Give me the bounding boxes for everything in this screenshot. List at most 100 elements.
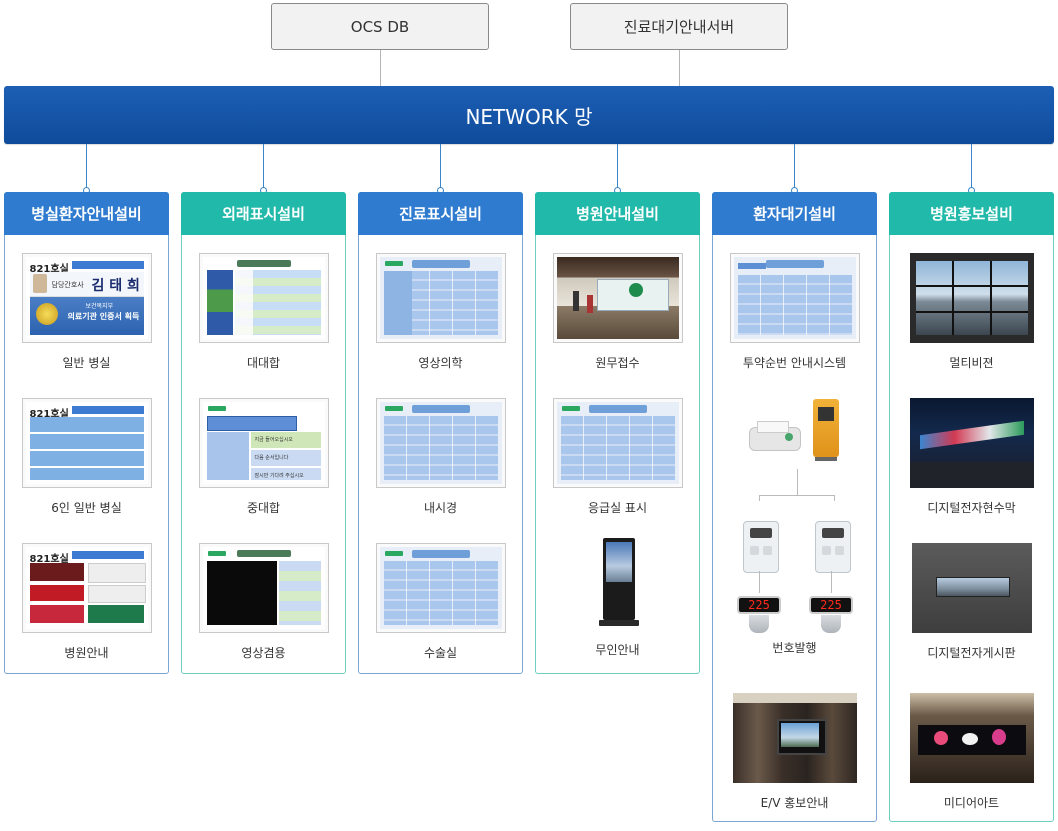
caption-digital-board: 디지털전자게시판 [927, 646, 1016, 660]
caption-media-art: 미디어아트 [943, 796, 1000, 810]
item-reception: 원무접수 [536, 253, 699, 371]
column-title: 진료표시설비 [358, 192, 523, 235]
item-radiology: 영상의학 [359, 253, 522, 371]
column-treatment-display: 진료표시설비 영상의학 내시경 수술실 [358, 192, 523, 674]
item-media-art: 미디어아트 [890, 693, 1053, 811]
ocs-db-box: OCS DB [271, 3, 489, 50]
ticket-dispenser-right [815, 521, 851, 573]
digital-banner-photo [909, 398, 1034, 488]
radiology-screen [375, 253, 506, 343]
six-bed-ward-screen: 821호실 [21, 398, 152, 488]
operating-room-screen [375, 543, 506, 633]
number-display-left: 225 [737, 596, 781, 614]
connector-col3 [440, 144, 441, 190]
room-number: 821호실 [29, 409, 69, 420]
cert-line2: 의료기관 인증서 획득 [67, 312, 140, 321]
media-art-photo [909, 693, 1034, 783]
column-title: 병원홍보설비 [889, 192, 1054, 235]
general-ward-screen: 821호실 담당간호사 김 태 희 보건복지부 의료기관 인증서 획득 [21, 253, 152, 343]
item-digital-board: 디지털전자게시판 [890, 543, 1053, 661]
connector-col1 [86, 144, 87, 190]
nurse-name: 김 태 희 [91, 278, 140, 294]
caption-mid-lobby: 중대합 [246, 501, 281, 515]
waiting-text2: 다음 순서입니다 [254, 455, 289, 461]
distribution-lines [759, 469, 835, 501]
item-general-ward: 821호실 담당간호사 김 태 희 보건복지부 의료기관 인증서 획득 일반 병… [5, 253, 168, 371]
item-ticket-issue: 번호발행 [713, 639, 876, 656]
display-stand-left [749, 615, 769, 633]
mid-lobby-screen: 지금 들어오십시오 다음 순서입니다 잠시만 기다려 주십시오 [198, 398, 329, 488]
column-title: 외래표시설비 [181, 192, 346, 235]
caption-er-display: 응급실 표시 [587, 501, 647, 515]
connector-col2 [263, 144, 264, 190]
ticket-dispenser-left [743, 521, 779, 573]
caption-general-ward: 일반 병실 [62, 356, 111, 370]
connector-ocs [380, 50, 381, 86]
digital-board-photo [911, 543, 1032, 633]
reception-photo [552, 253, 683, 343]
column-title: 병실환자안내설비 [4, 192, 169, 235]
cert-line1: 보건복지부 [85, 303, 114, 310]
column-outpatient-display: 외래표시설비 대대합 지금 들어오십시오 다음 순서입니다 잠시만 기다려 [181, 192, 346, 674]
room-number: 821호실 [29, 264, 69, 275]
caption-operating-room: 수술실 [423, 646, 458, 660]
ticket-kiosk-icon [813, 399, 839, 461]
queue-server-box: 진료대기안내서버 [570, 3, 788, 50]
er-display-screen [552, 398, 683, 488]
network-bar: NETWORK 망 [4, 86, 1054, 144]
waiting-text3: 잠시만 기다려 주십시오 [254, 473, 304, 479]
caption-digital-banner: 디지털전자현수막 [927, 501, 1016, 515]
large-lobby-screen [198, 253, 329, 343]
caption-large-lobby: 대대합 [246, 356, 281, 370]
caption-6bed-ward: 6인 일반 병실 [51, 501, 122, 515]
multivision-photo [909, 253, 1034, 343]
column-patient-waiting: 환자대기설비 투약순번 안내시스템 225 225 [712, 192, 877, 822]
ticket-printer-icon [749, 419, 801, 451]
caption-video-combo: 영상겸용 [241, 646, 286, 660]
caption-kiosk: 무인안내 [595, 643, 640, 657]
caption-reception: 원무접수 [595, 356, 640, 370]
item-kiosk: 무인안내 [536, 538, 699, 658]
column-hospital-guide: 병원안내설비 원무접수 응급실 표시 무인안내 [535, 192, 700, 674]
item-medication-queue: 투약순번 안내시스템 [713, 253, 876, 371]
display-stand-right [821, 615, 841, 633]
elevator-promo-photo [732, 693, 857, 783]
kiosk-image [553, 538, 683, 633]
item-operating-room: 수술실 [359, 543, 522, 661]
caption-endoscopy: 내시경 [423, 501, 458, 515]
item-hospital-guide: 821호실 병원안내 [5, 543, 168, 661]
item-mid-lobby: 지금 들어오십시오 다음 순서입니다 잠시만 기다려 주십시오 중대합 [182, 398, 345, 516]
dispenser-cable-right [831, 571, 832, 593]
waiting-text1: 지금 들어오십시오 [254, 437, 293, 443]
endoscopy-screen [375, 398, 506, 488]
connector-queue [679, 50, 680, 86]
nurse-label: 담당간호사 [51, 281, 84, 289]
item-endoscopy: 내시경 [359, 398, 522, 516]
room-number: 821호실 [29, 554, 69, 565]
caption-medication-queue: 투약순번 안내시스템 [742, 356, 847, 370]
caption-hospital-guide: 병원안내 [64, 646, 109, 660]
item-digital-banner: 디지털전자현수막 [890, 398, 1053, 516]
column-title: 병원안내설비 [535, 192, 700, 235]
item-video-combo: 영상겸용 [182, 543, 345, 661]
item-er-display: 응급실 표시 [536, 398, 699, 516]
dispenser-cable-left [759, 571, 760, 593]
item-6bed-ward: 821호실 6인 일반 병실 [5, 398, 168, 516]
connector-col6 [971, 144, 972, 190]
item-multivision: 멀티비젼 [890, 253, 1053, 371]
connector-col5 [794, 144, 795, 190]
item-elevator-promo: E/V 홍보안내 [713, 693, 876, 811]
column-title: 환자대기설비 [712, 192, 877, 235]
caption-ticket-issue: 번호발행 [772, 641, 817, 655]
caption-radiology: 영상의학 [418, 356, 463, 370]
hospital-guide-screen: 821호실 [21, 543, 152, 633]
caption-elevator-promo: E/V 홍보안내 [760, 796, 829, 810]
number-display-right: 225 [809, 596, 853, 614]
column-ward-info: 병실환자안내설비 821호실 담당간호사 김 태 희 보건복지부 의료기관 인증… [4, 192, 169, 674]
item-large-lobby: 대대합 [182, 253, 345, 371]
caption-multivision: 멀티비젼 [949, 356, 994, 370]
medication-queue-screen [729, 253, 860, 343]
column-hospital-promotion: 병원홍보설비 멀티비젼 디지털전자현수막 디지털전자게시판 [889, 192, 1054, 822]
video-combo-screen [198, 543, 329, 633]
connector-col4 [617, 144, 618, 190]
